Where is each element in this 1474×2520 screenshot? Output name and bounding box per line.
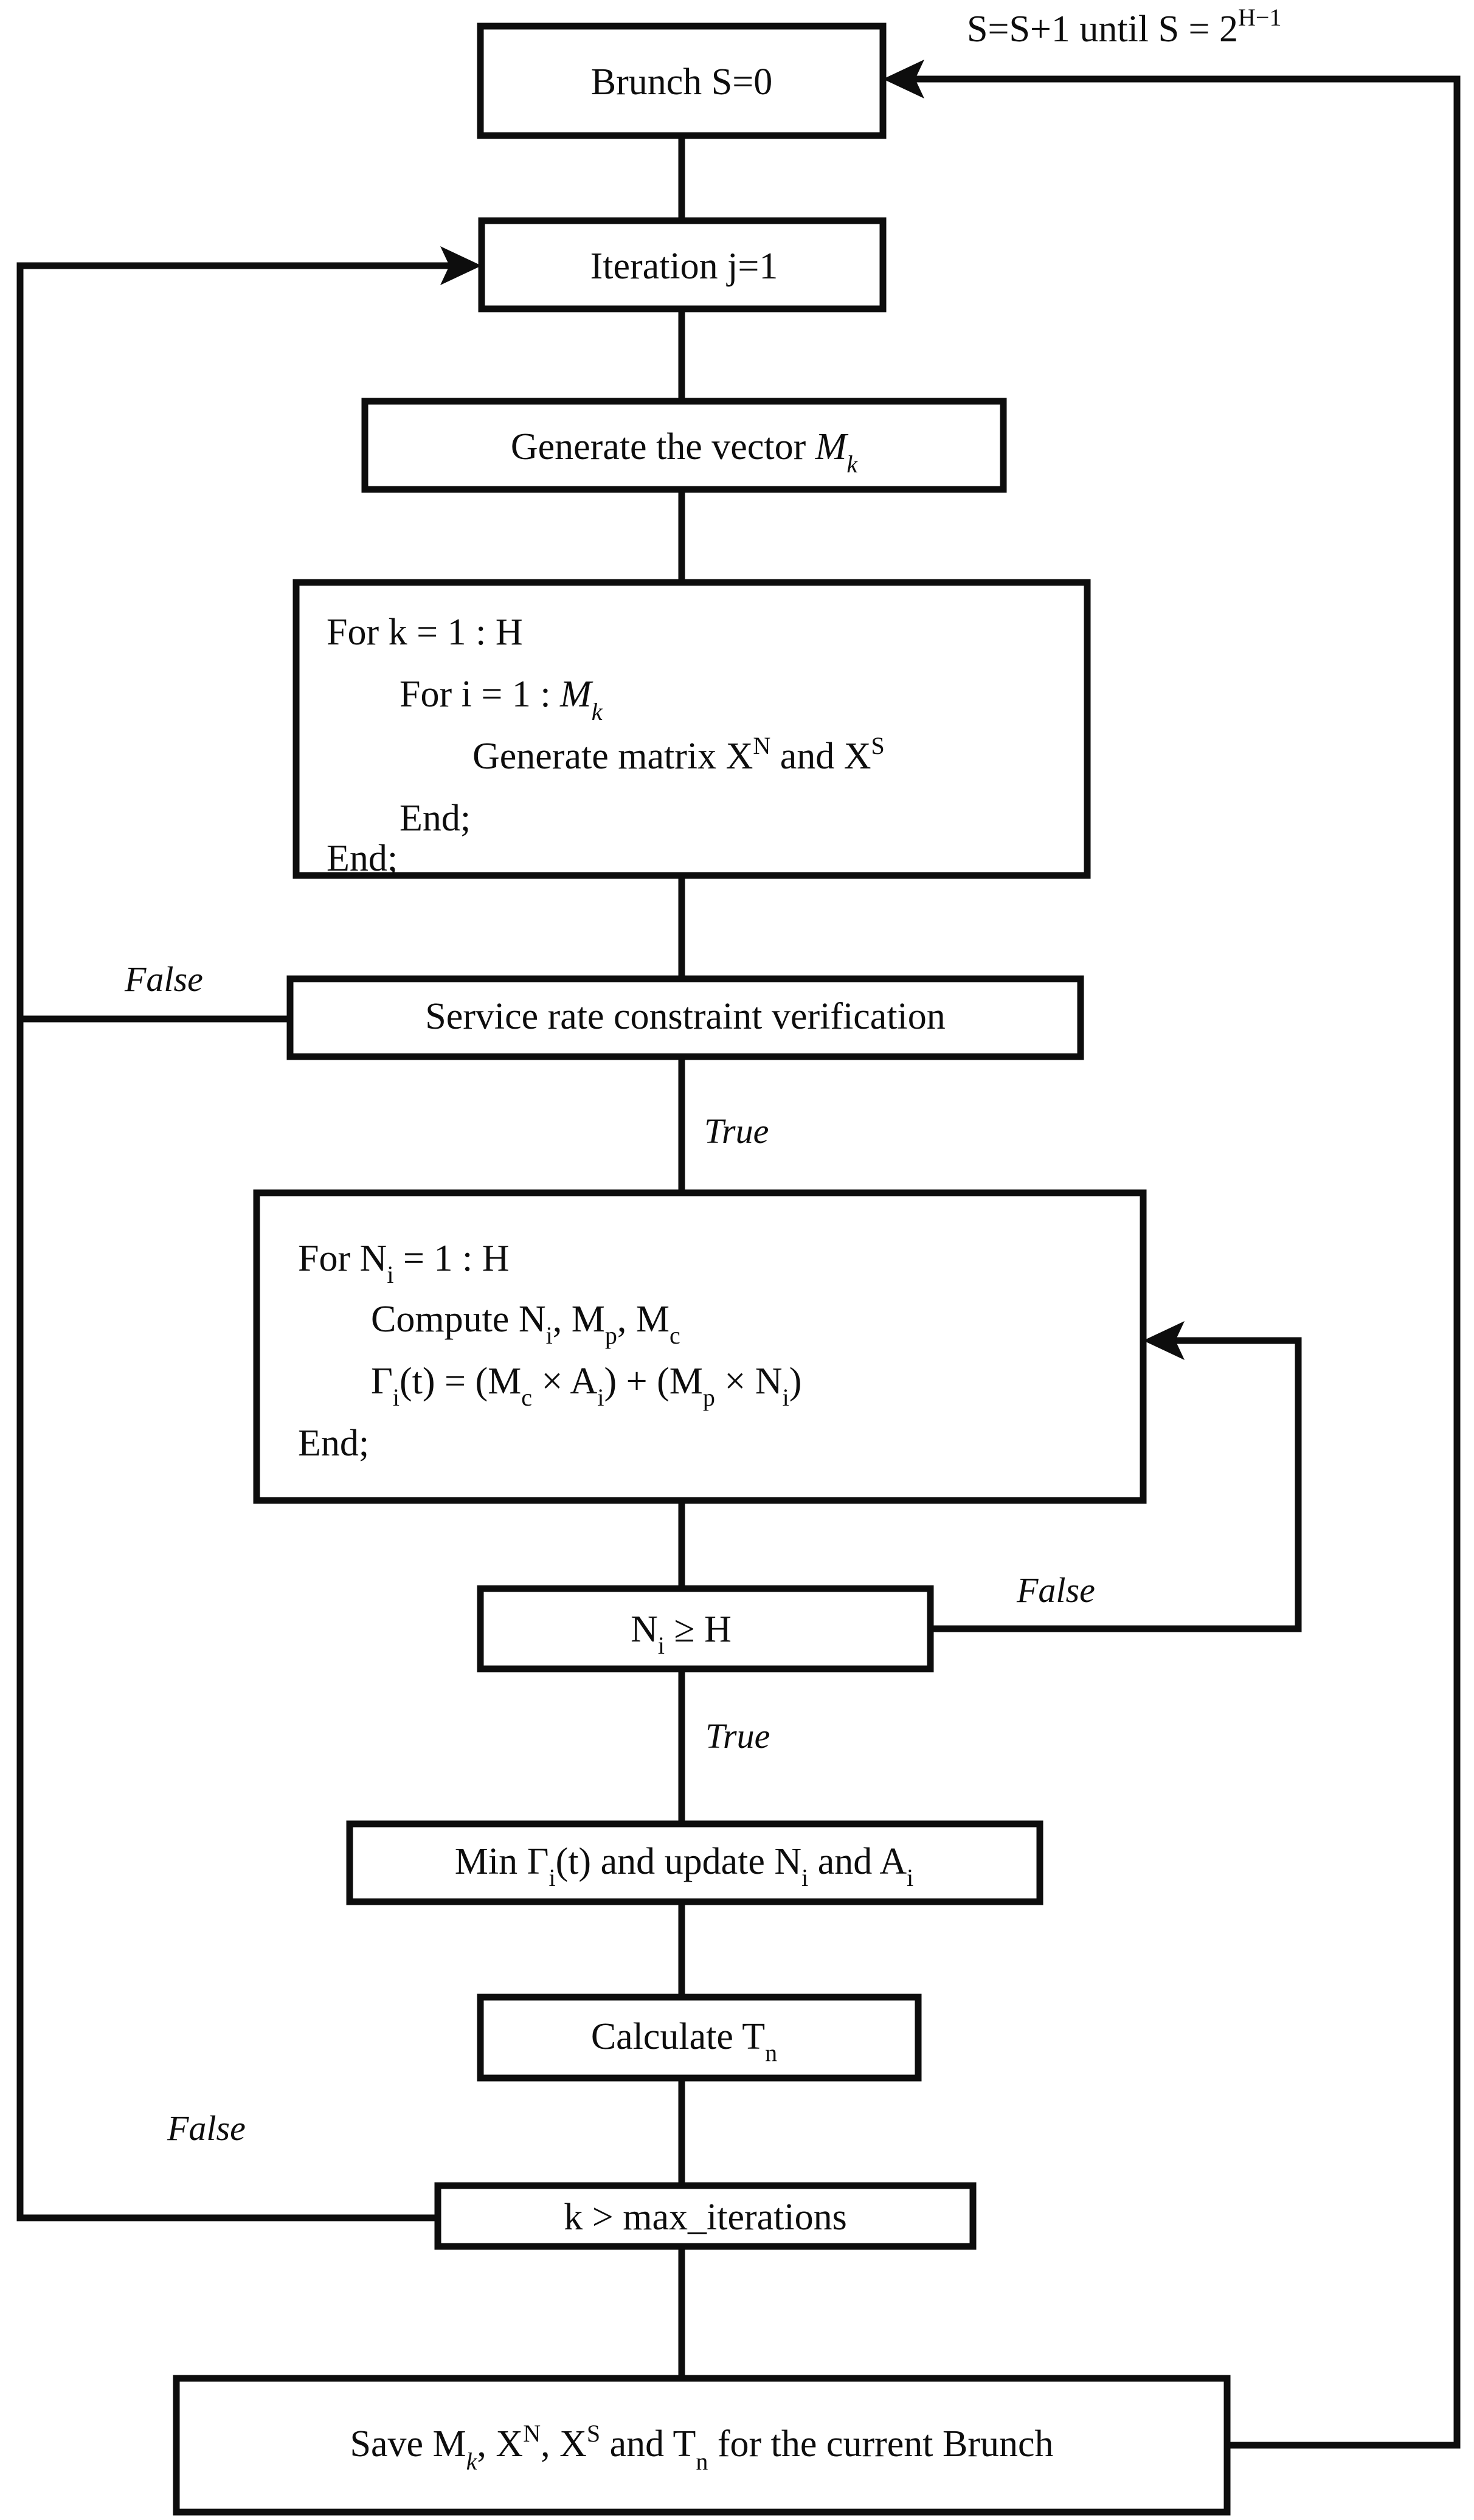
node-generate-vector[interactable]: Generate the vector Mk [361, 398, 1007, 493]
node-compute-line2: Compute Ni, Mp, Mc [371, 1299, 680, 1349]
node-compute-line3: Γi(t) = (Mc × Ai) + (Mp × Ni) [371, 1361, 801, 1411]
node-service-rate-box[interactable] [286, 975, 1084, 1060]
arrowhead-brunch [883, 60, 924, 98]
node-for-k-block[interactable]: For k = 1 : H For i = 1 : Mk Generate ma… [292, 579, 1091, 879]
node-min-gamma[interactable]: Min Γi(t) and update Ni and Ai [346, 1820, 1043, 1905]
node-k-max-iterations-label: k > max_iterations [564, 2197, 846, 2238]
node-service-rate[interactable]: Service rate constraint verification [286, 975, 1084, 1060]
node-iteration-label: Iteration j=1 [590, 246, 778, 287]
node-compute-block[interactable]: For Ni = 1 : H Compute Ni, Mp, Mc Γi(t) … [253, 1189, 1147, 1504]
label-service-true: True [704, 1111, 769, 1151]
node-for-k-line2: For i = 1 : Mk [400, 674, 603, 725]
label-top-loop: S=S+1 until S = 2H−1 [967, 4, 1281, 50]
label-top-loop-text: S=S+1 until S = 2H−1 [967, 4, 1281, 50]
node-compute-line4: End; [298, 1423, 369, 1464]
edge-kmax-false-loop [16, 1019, 438, 2221]
node-k-max-iterations[interactable]: k > max_iterations [434, 2182, 977, 2250]
node-compute-line1: For Ni = 1 : H [298, 1238, 510, 1288]
connectors [16, 60, 1461, 2449]
node-save-results-box[interactable] [173, 2375, 1231, 2516]
node-min-gamma-label: Min Γi(t) and update Ni and Ai [455, 1841, 914, 1891]
node-calculate-tn[interactable]: Calculate Tn [477, 1994, 922, 2082]
node-save-results-label: Save Mk, XN, XS and Tn for the current B… [350, 2420, 1053, 2475]
node-for-k-line3: Generate matrix XN and XS [472, 732, 885, 777]
node-ni-ge-h-label: Ni ≥ H [631, 1609, 732, 1659]
label-service-false: False [124, 959, 203, 999]
node-for-k-block-box[interactable] [292, 579, 1091, 879]
node-for-k-line5: End; [327, 838, 398, 879]
arrowhead-compute-from-nige [1143, 1321, 1185, 1360]
edge-save-to-brunch-loop [898, 75, 1461, 2449]
node-for-k-line1: For k = 1 : H [327, 612, 523, 653]
node-brunch[interactable]: Brunch S=0 [477, 22, 887, 139]
node-compute-block-box[interactable] [253, 1189, 1147, 1504]
node-calculate-tn-label: Calculate Tn [591, 2016, 777, 2066]
node-for-k-line4: End; [400, 798, 471, 839]
label-kmax-false: False [167, 2108, 246, 2148]
node-iteration-box[interactable] [478, 217, 887, 312]
node-generate-vector-label: Generate the vector Mk [511, 426, 859, 478]
node-k-max-iterations-box[interactable] [434, 2182, 977, 2250]
node-brunch-label: Brunch S=0 [591, 61, 772, 103]
node-brunch-box[interactable] [477, 22, 887, 139]
node-min-gamma-box[interactable] [346, 1820, 1043, 1905]
node-calculate-tn-box[interactable] [477, 1994, 922, 2082]
node-service-rate-label: Service rate constraint verification [425, 996, 946, 1037]
node-iteration[interactable]: Iteration j=1 [478, 217, 887, 312]
node-ni-ge-h[interactable]: Ni ≥ H [477, 1585, 934, 1673]
label-ni-true: True [705, 1716, 770, 1756]
edge-service-false-loop [16, 262, 466, 1023]
label-ni-false: False [1016, 1570, 1095, 1610]
node-generate-vector-box[interactable] [361, 398, 1007, 493]
node-ni-ge-h-box[interactable] [477, 1585, 934, 1673]
arrowhead-iteration-from-service [440, 246, 482, 285]
edge-nige-false-loop [930, 1337, 1302, 1632]
node-save-results[interactable]: Save Mk, XN, XS and Tn for the current B… [173, 2375, 1231, 2516]
